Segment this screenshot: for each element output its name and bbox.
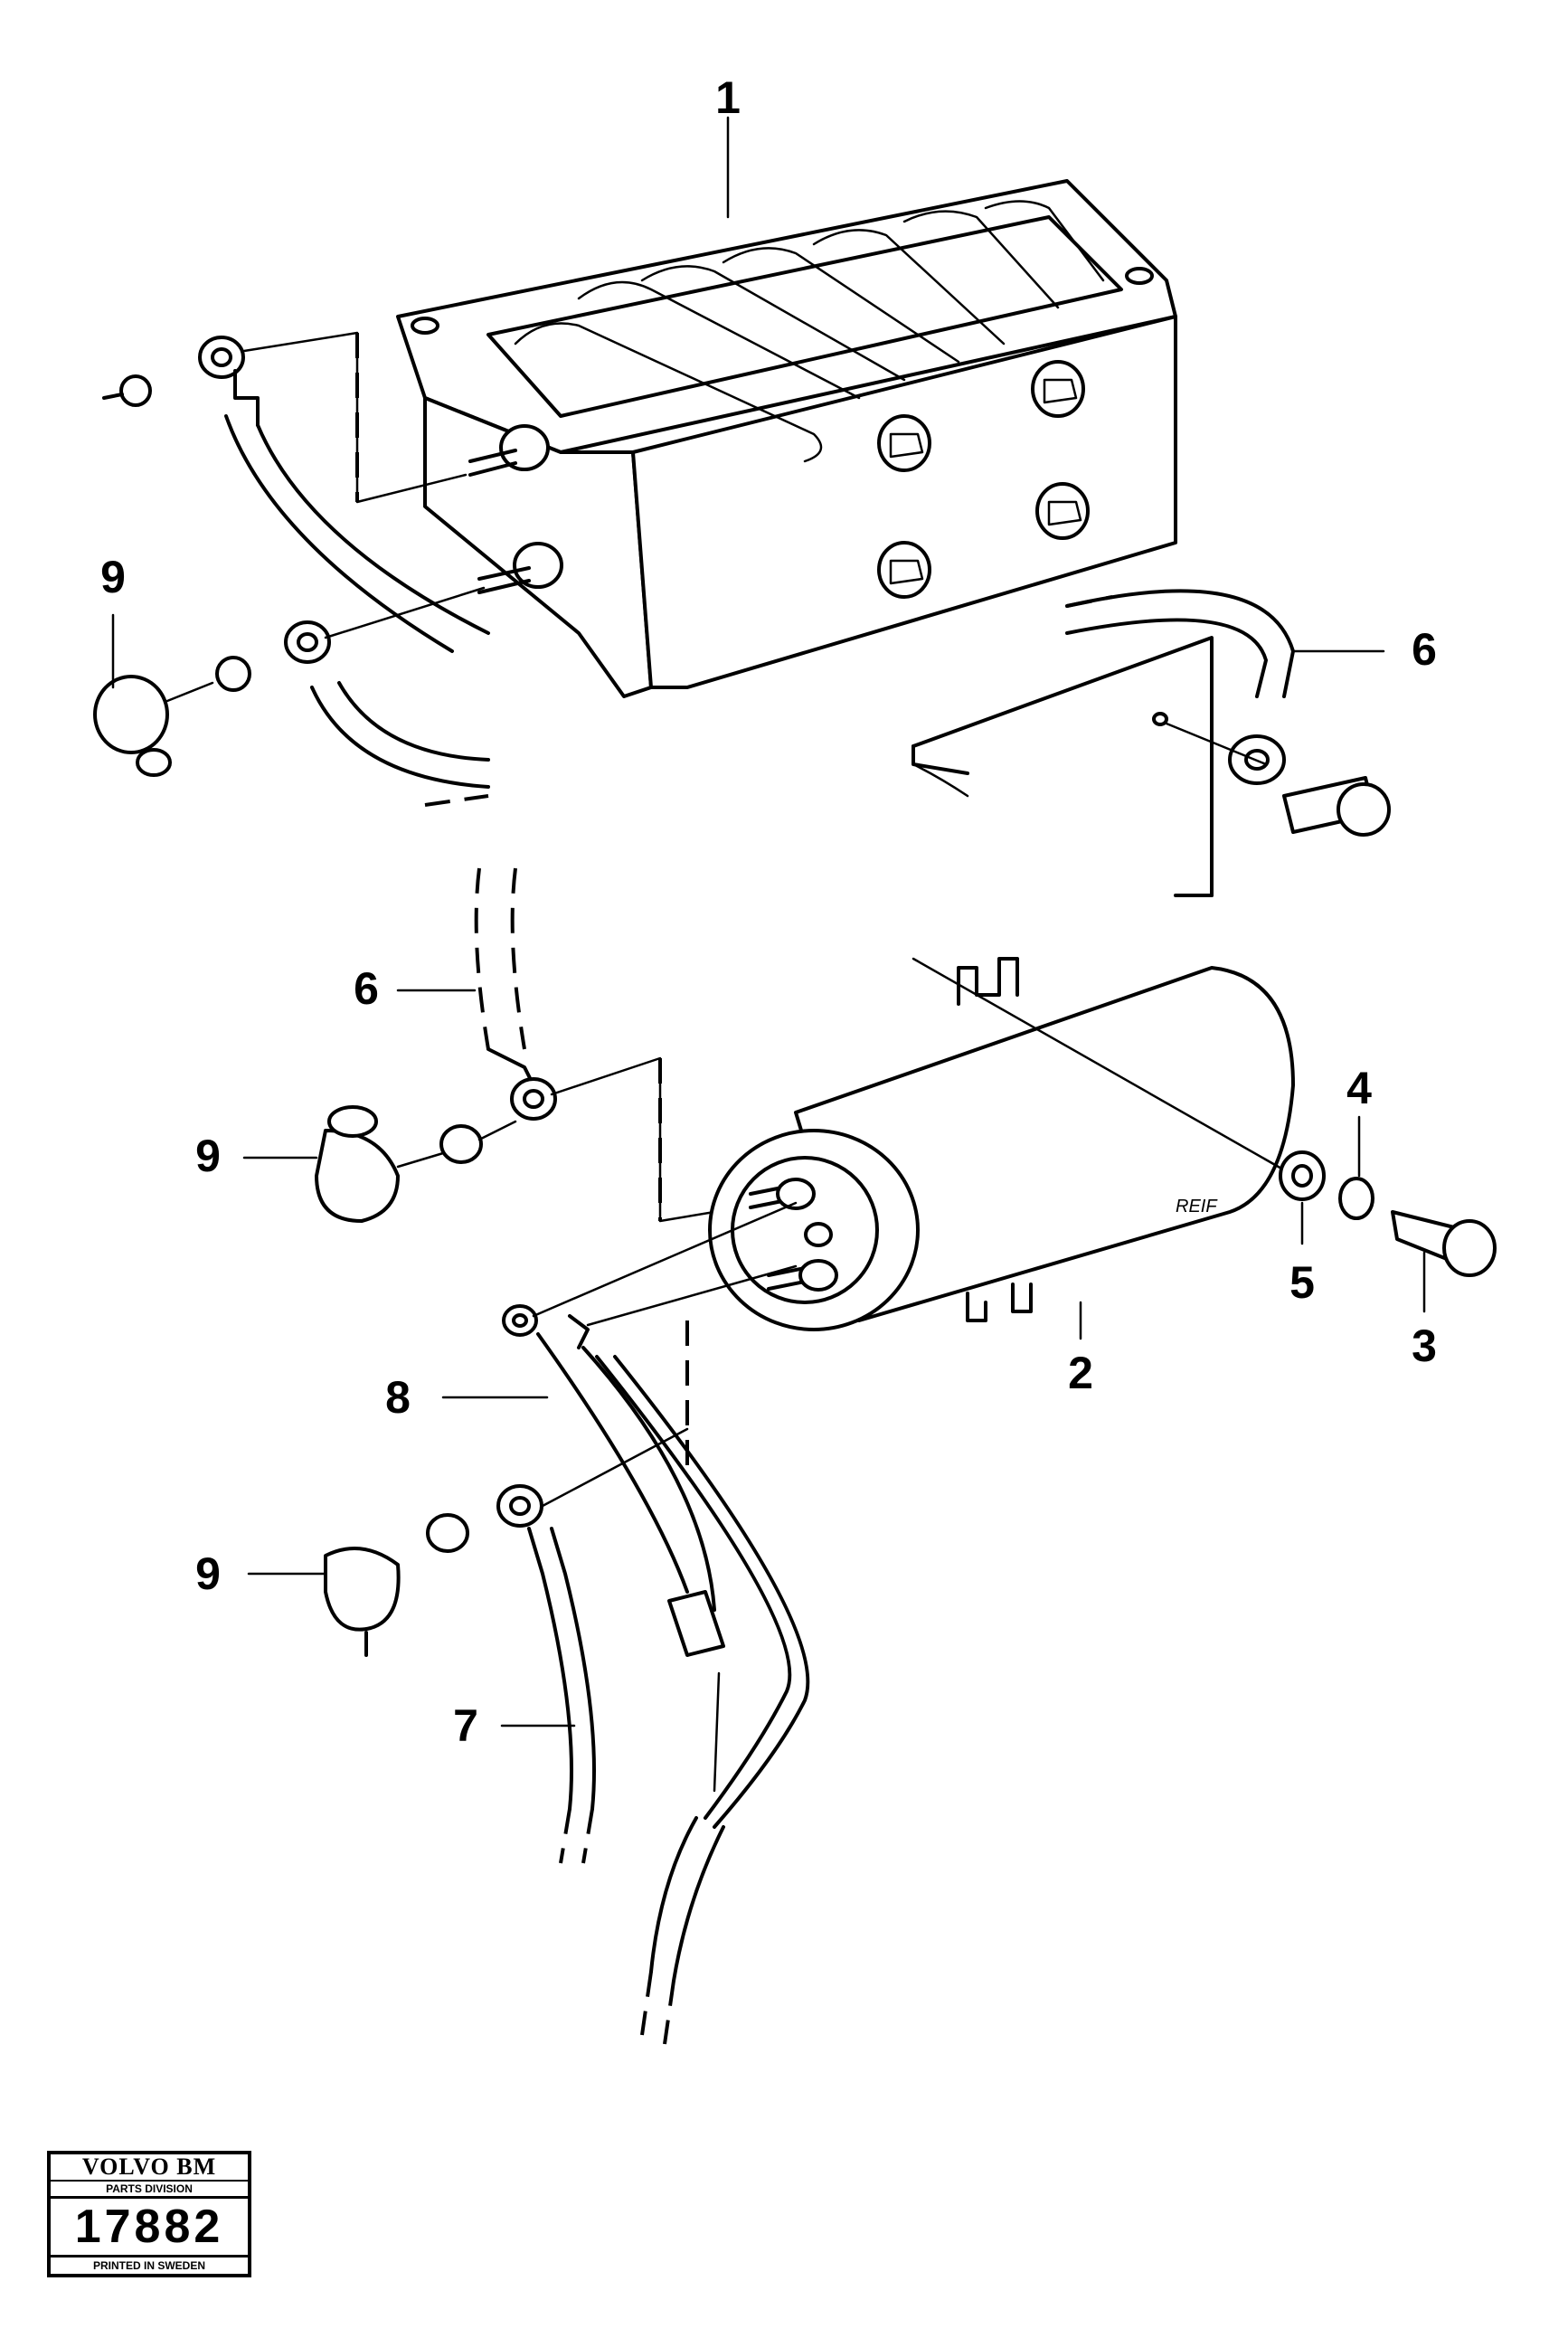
connector-sleeve [667, 1590, 725, 1657]
stamp-printed: PRINTED IN SWEDEN [92, 2259, 205, 2272]
stamp-number: 17882 [51, 2199, 248, 2258]
cable-lug [198, 336, 245, 379]
nut [215, 656, 251, 692]
part-marking: REIF [1176, 1197, 1218, 1216]
box-bolt [877, 541, 931, 599]
callout-6-top: 6 [1412, 624, 1437, 675]
bracket-cable [1065, 589, 1391, 837]
nut [439, 1124, 483, 1164]
volvo-bm-stamp: VOLVO BM PARTS DIVISION 17882 PRINTED IN… [47, 2151, 251, 2277]
cable-7 [324, 1320, 689, 1864]
callout-8: 8 [385, 1372, 411, 1423]
callout-7: 7 [453, 1700, 478, 1751]
mounting-bracket [912, 636, 1214, 897]
stamp-division: PARTS DIVISION [51, 2182, 248, 2199]
leader-lines [111, 116, 1426, 1727]
callout-1: 1 [715, 72, 741, 123]
rubber-cap [93, 675, 169, 754]
callout-6-mid: 6 [354, 963, 379, 1014]
washer-5 [1279, 1150, 1326, 1201]
callout-3: 3 [1412, 1320, 1437, 1371]
middle-cap-group [315, 1105, 517, 1223]
capacitor-cable-6 [474, 867, 770, 1223]
box-bolt [877, 414, 931, 472]
cable-lug [284, 620, 331, 664]
nut [119, 374, 152, 407]
callout-9-bottom: 9 [195, 1548, 221, 1599]
nut [426, 1513, 469, 1553]
upper-ground-cable [102, 331, 490, 653]
callout-4: 4 [1346, 1063, 1372, 1113]
callout-9-top: 9 [100, 552, 126, 602]
callout-9-mid: 9 [195, 1131, 221, 1181]
box-terminal-upper [468, 424, 550, 477]
box-terminal-lower [477, 542, 563, 594]
box-bolt [1031, 360, 1085, 418]
callout-5: 5 [1289, 1257, 1315, 1308]
lower-box-cable [93, 586, 490, 807]
wire-8 [502, 1201, 810, 2045]
box-bolt [1035, 482, 1090, 540]
rubber-cap [315, 1129, 400, 1223]
callout-2: 2 [1068, 1348, 1093, 1398]
washer-4 [1338, 1177, 1374, 1220]
rubber-cap [324, 1547, 401, 1632]
capacitor: REIF [708, 957, 1295, 1331]
heater-box [396, 179, 1177, 698]
stamp-brand: VOLVO BM [51, 2154, 248, 2182]
capacitor-fasteners [912, 957, 1497, 1277]
